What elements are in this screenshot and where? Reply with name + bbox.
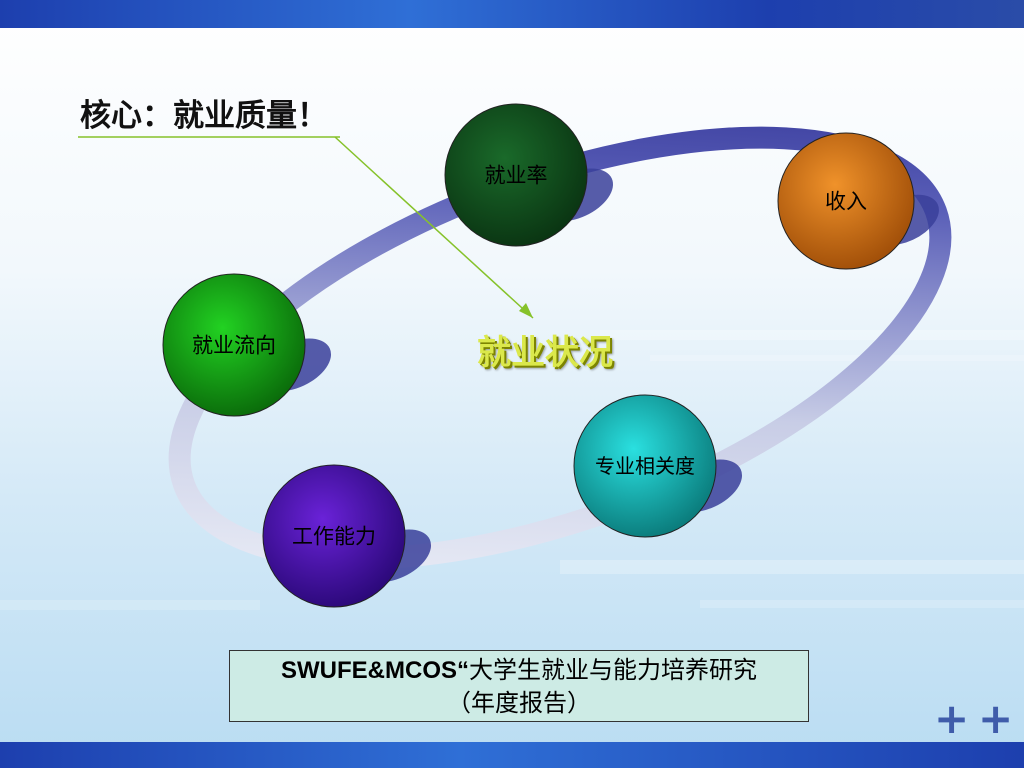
node-label-employment-direction: 就业流向 [192, 334, 276, 358]
node-label-work-ability: 工作能力 [292, 525, 376, 549]
node-major-relevance [573, 394, 717, 538]
node-label-major-relevance: 专业相关度 [595, 454, 695, 478]
source-title: 大学生就业与能力培养研究 [469, 656, 757, 684]
bottom-banner [0, 742, 1024, 768]
source-line: SWUFE&MCOS“大学生就业与能力培养研究 [230, 654, 808, 687]
center-label: 就业状况 [477, 333, 613, 373]
node-label-employment-rate: 就业率 [485, 164, 548, 188]
report-type: （年度报告） [447, 689, 591, 717]
node-employment-direction [162, 273, 306, 417]
node-income [777, 132, 915, 270]
plus-icon: + [934, 694, 970, 743]
source-caption-box: SWUFE&MCOS“大学生就业与能力培养研究 （年度报告） [229, 650, 809, 722]
node-employment-rate [444, 103, 588, 247]
node-work-ability [262, 464, 406, 608]
source-name: SWUFE&MCOS“ [281, 657, 469, 684]
pointer-line [334, 136, 534, 319]
top-banner [0, 0, 1024, 28]
core-title: 核心：就业质量！ [80, 98, 328, 134]
plus-icon: + [978, 694, 1014, 743]
node-label-income: 收入 [825, 190, 867, 214]
pointer-arrowhead [519, 303, 533, 318]
